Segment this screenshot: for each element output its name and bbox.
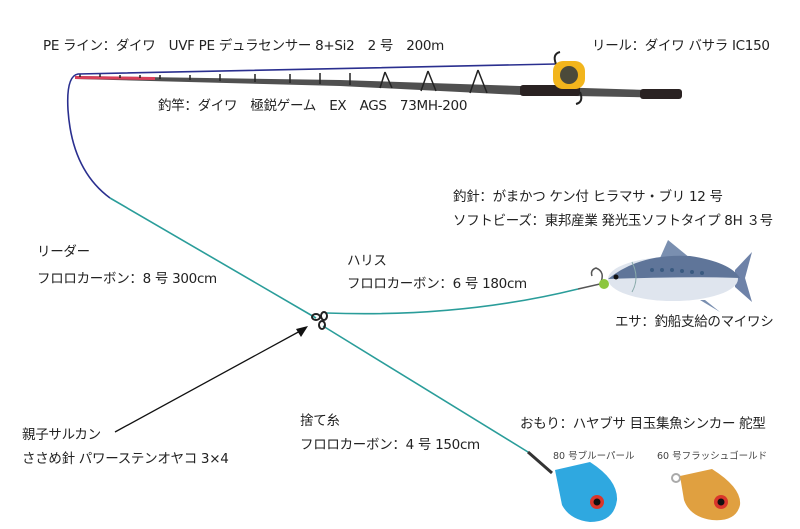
sinker-blue-label: 80 号ブルーパール [553, 451, 635, 462]
reel-icon [553, 51, 585, 105]
sinker-blue-icon [527, 450, 618, 522]
leader-line [109, 197, 317, 319]
harris-line [325, 288, 579, 315]
hook-label: 釣針：がまかつ ケン付 ヒラマサ・ブリ 12 号 [453, 189, 723, 205]
sute-ito-spec: フロロカーボン：4 号 150cm [300, 437, 480, 453]
leader-spec: フロロカーボン：8 号 300cm [37, 271, 217, 287]
fishing-rod [75, 69, 682, 99]
sinker-gold-label: 60 号フラッシュゴールド [657, 451, 768, 462]
swivel-title: 親子サルカン [22, 427, 101, 443]
sute-ito-line [322, 325, 529, 453]
rod-label: 釣竿：ダイワ 極鋭ゲーム EX AGS 73MH-200 [158, 98, 468, 114]
sute-ito-title: 捨て糸 [300, 413, 340, 429]
hook-icon [577, 267, 609, 290]
swivel-pointer-arrow [114, 326, 308, 433]
leader-title: リーダー [37, 244, 90, 260]
swivel-spec: ささめ針 パワーステンオヤコ 3×4 [22, 451, 229, 467]
pe-line [66, 63, 557, 199]
harris-title: ハリス [347, 253, 387, 269]
reel-label: リール：ダイワ バサラ IC150 [592, 38, 770, 54]
harris-spec: フロロカーボン：6 号 180cm [347, 276, 527, 292]
swivel-icon [311, 311, 328, 330]
pe-line-label: PE ライン：ダイワ UVF PE デュラセンサー 8+Si2 2 号 200m [43, 38, 444, 54]
bait-label: エサ：釣船支給のマイワシ [615, 314, 774, 330]
sinker-gold-icon [671, 469, 741, 521]
sinker-label: おもり：ハヤブサ 目玉集魚シンカー 舵型 [520, 416, 766, 432]
beads-label: ソフトビーズ：東邦産業 発光玉ソフトタイプ 8H ３号 [453, 213, 773, 229]
soft-bead-icon [599, 279, 609, 289]
rod-butt [640, 89, 682, 99]
sardine-bait-icon [608, 240, 752, 312]
